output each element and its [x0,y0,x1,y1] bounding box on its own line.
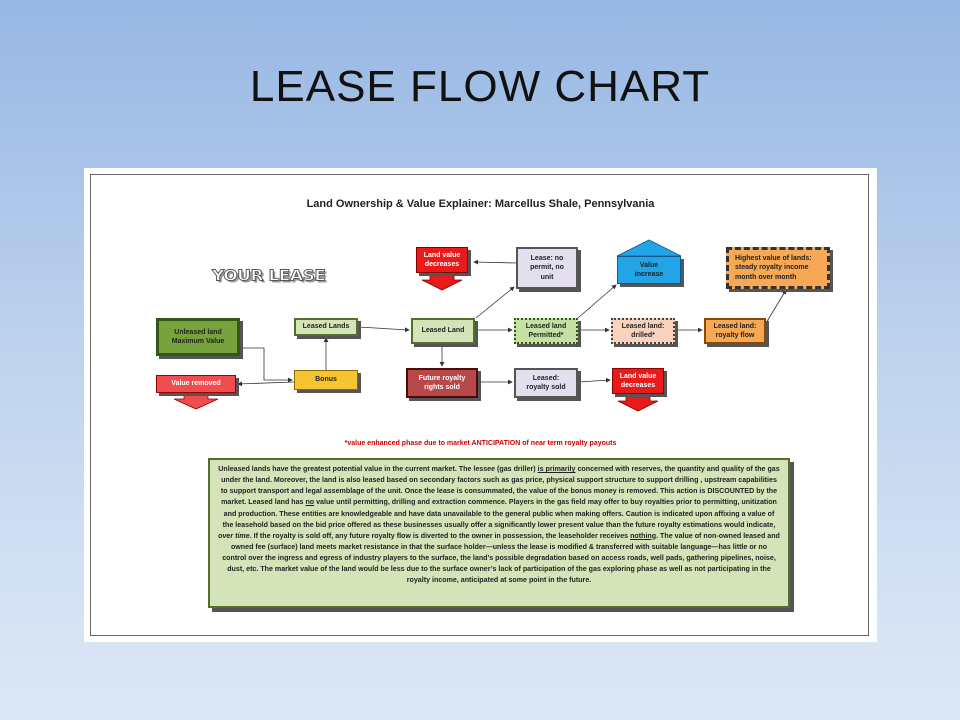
box-value-removed: Value removed [156,375,236,393]
arrow-bonus-to-value-removed [237,381,295,387]
box-line: Value [639,261,659,269]
explainer-text: . The value of non-owned leased and owne… [222,531,780,585]
down-arrow-decrease-2 [617,393,659,412]
flow-connectors [173,239,787,412]
up-arrow-value-increase [616,239,682,257]
your-lease-label: YOUR LEASE [211,267,326,286]
box-line: increase [634,271,664,278]
footnote: *value enhanced phase due to market ANTI… [344,440,617,447]
box-land-value-decreases-top: Land value decreases [416,247,468,273]
box-line: decreases [424,261,460,268]
explainer-text-box: Unleased lands have the greatest potenti… [208,458,790,608]
document-frame [90,174,869,636]
box-line: Leased land [525,322,567,330]
box-value-increase: Value increase [617,256,681,284]
box-line: rights sold [424,384,460,391]
box-bonus: Bonus [294,370,358,390]
box-future-royalty-rights-sold: Future royalty rights sold [406,368,478,398]
explainer-text: . If the royalty is sold off, any future… [249,531,631,540]
document-title: Land Ownership & Value Explainer: Marcel… [306,198,655,210]
box-land-value-decreases-bottom: Land value decreases [612,368,664,394]
box-line: Land value [619,372,657,380]
box-leased-lands: Leased Lands [294,318,358,336]
arrow-permitted-to-value-increase [577,284,617,319]
box-line: Maximum Value [171,338,225,345]
box-highest-value: Highest value of lands:steady royalty in… [726,247,830,289]
box-line: Unleased land [174,328,222,336]
box-line: unit [540,273,554,281]
box-line: drilled* [631,332,655,339]
explainer-text: Unleased lands have the greatest potenti… [218,465,538,473]
box-line: Lease: no [530,255,564,263]
box-leased-land-royalty-flow: Leased land: royalty flow [704,318,766,344]
box-line: steady royalty income [735,264,809,272]
box-leased-land-drilled: Leased land: drilled* [611,318,675,344]
box-line: Leased: [532,374,560,382]
explainer-text: value until permitting, drilling and ext… [222,498,777,529]
explainer-underlined: no [305,498,315,507]
box-line: Highest value of lands: [735,255,812,263]
down-arrow-decrease-1 [421,272,463,291]
arrow-royalty-to-highest [765,289,787,324]
box-line: Land value [423,251,461,259]
explainer-underlined: nothing [630,531,657,540]
box-line: Leased land: [621,322,665,330]
explainer-italic: over time [218,531,250,540]
box-leased-land: Leased Land [411,318,475,344]
explainer-underlined: is primarily [537,465,576,473]
slide-title: LEASE FLOW CHART [249,62,711,111]
arrow-leased-lands-to-leased-land [357,326,410,333]
arrow-leased-royalty-to-decrease [577,377,611,383]
box-line: Leased land: [713,322,757,330]
down-arrow-value-removed [173,392,219,410]
explainer-text: concerned with reserves, the quantity an… [220,465,780,507]
box-line: Future royalty [418,374,466,382]
arrow-no-permit-to-decrease [473,259,517,265]
box-line: Permitted* [528,332,564,339]
flowchart-document: Land Ownership & Value Explainer: Marcel… [84,168,877,642]
arrow-leased-land-to-no-permit [475,286,515,319]
box-line: decreases [620,382,656,389]
box-line: royalty sold [526,384,566,391]
box-line: royalty flow [715,332,755,339]
box-line: month over month [735,273,797,281]
box-line: permit, no [530,264,564,272]
box-leased-royalty-sold: Leased: royalty sold [514,368,578,398]
arrow-unleased-to-bonus [240,347,293,383]
